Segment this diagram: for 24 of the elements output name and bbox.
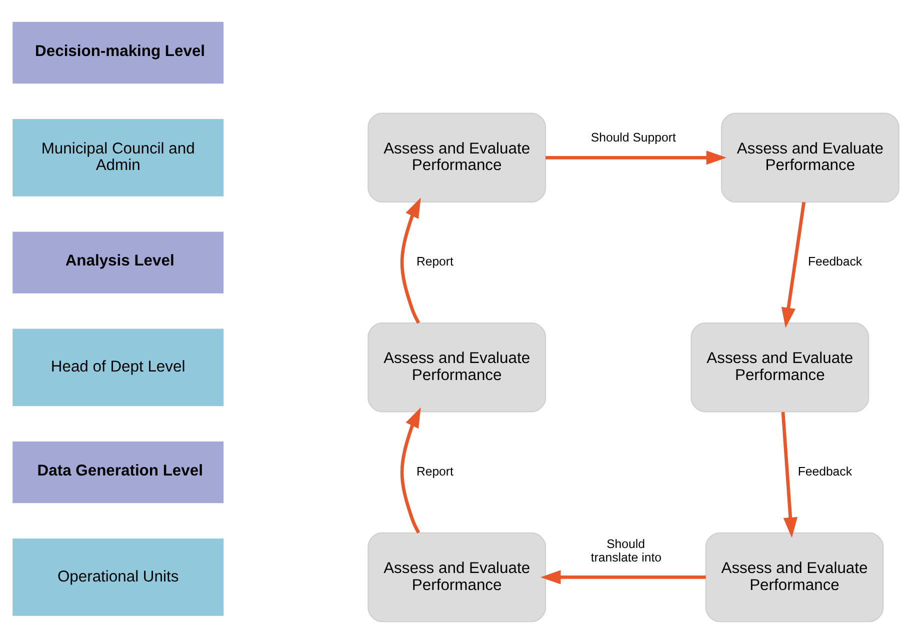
node-box: Assess and Evaluate Performance	[368, 112, 546, 203]
arrow	[546, 150, 727, 165]
node-box: Municipal Council and Admin	[12, 118, 224, 196]
edge-label: Should translate into	[590, 536, 662, 564]
arrow	[781, 412, 798, 538]
edge-label: Feedback	[798, 464, 852, 478]
edge-label: Report	[416, 254, 454, 269]
node-box: Head of Dept Level	[12, 328, 224, 406]
node-box: Data Generation Level	[12, 441, 224, 504]
node-box: Assess and Evaluate Performance	[690, 322, 870, 412]
node-box: Analysis Level	[12, 232, 224, 294]
arrow	[781, 202, 806, 328]
node-box: Assess and Evaluate Performance	[721, 112, 900, 203]
arrow	[400, 198, 421, 324]
node-box: Decision-making Level	[12, 22, 224, 84]
arrow	[400, 407, 421, 534]
edge-label: Should Support	[590, 130, 676, 145]
node-box: Operational Units	[12, 538, 224, 616]
node-box: Assess and Evaluate Performance	[368, 532, 546, 622]
edge-label: Feedback	[808, 254, 862, 269]
node-box: Assess and Evaluate Performance	[705, 532, 884, 622]
edge-label: Report	[416, 464, 454, 478]
arrow	[540, 570, 706, 584]
node-box: Assess and Evaluate Performance	[368, 322, 546, 412]
